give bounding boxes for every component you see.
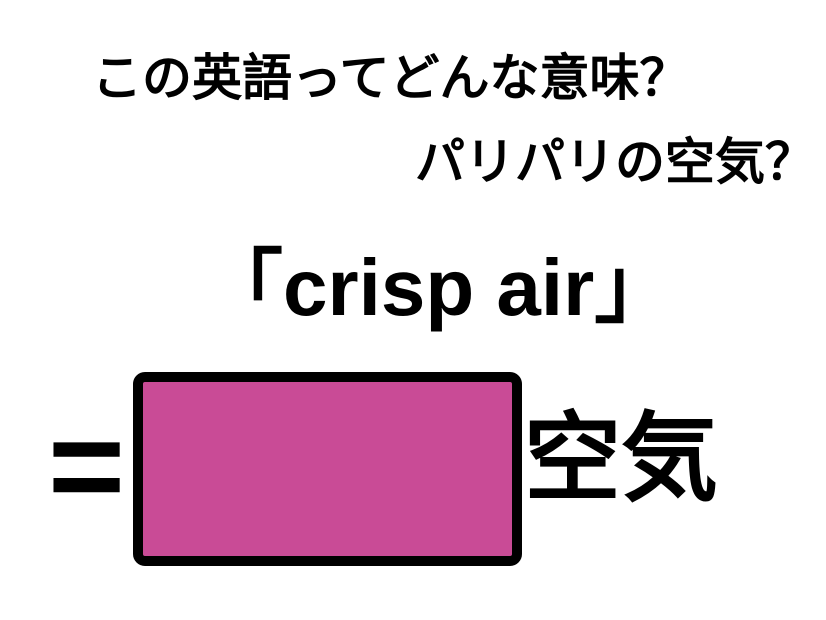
equals-sign: = bbox=[48, 392, 126, 539]
question-heading: この英語ってどんな意味？ bbox=[92, 50, 690, 106]
answer-box bbox=[133, 372, 522, 566]
answer-label: 空気 bbox=[524, 404, 718, 513]
english-phrase: 「crisp air」 bbox=[203, 243, 675, 332]
question-subheading: パリパリの空気？ bbox=[415, 134, 815, 190]
